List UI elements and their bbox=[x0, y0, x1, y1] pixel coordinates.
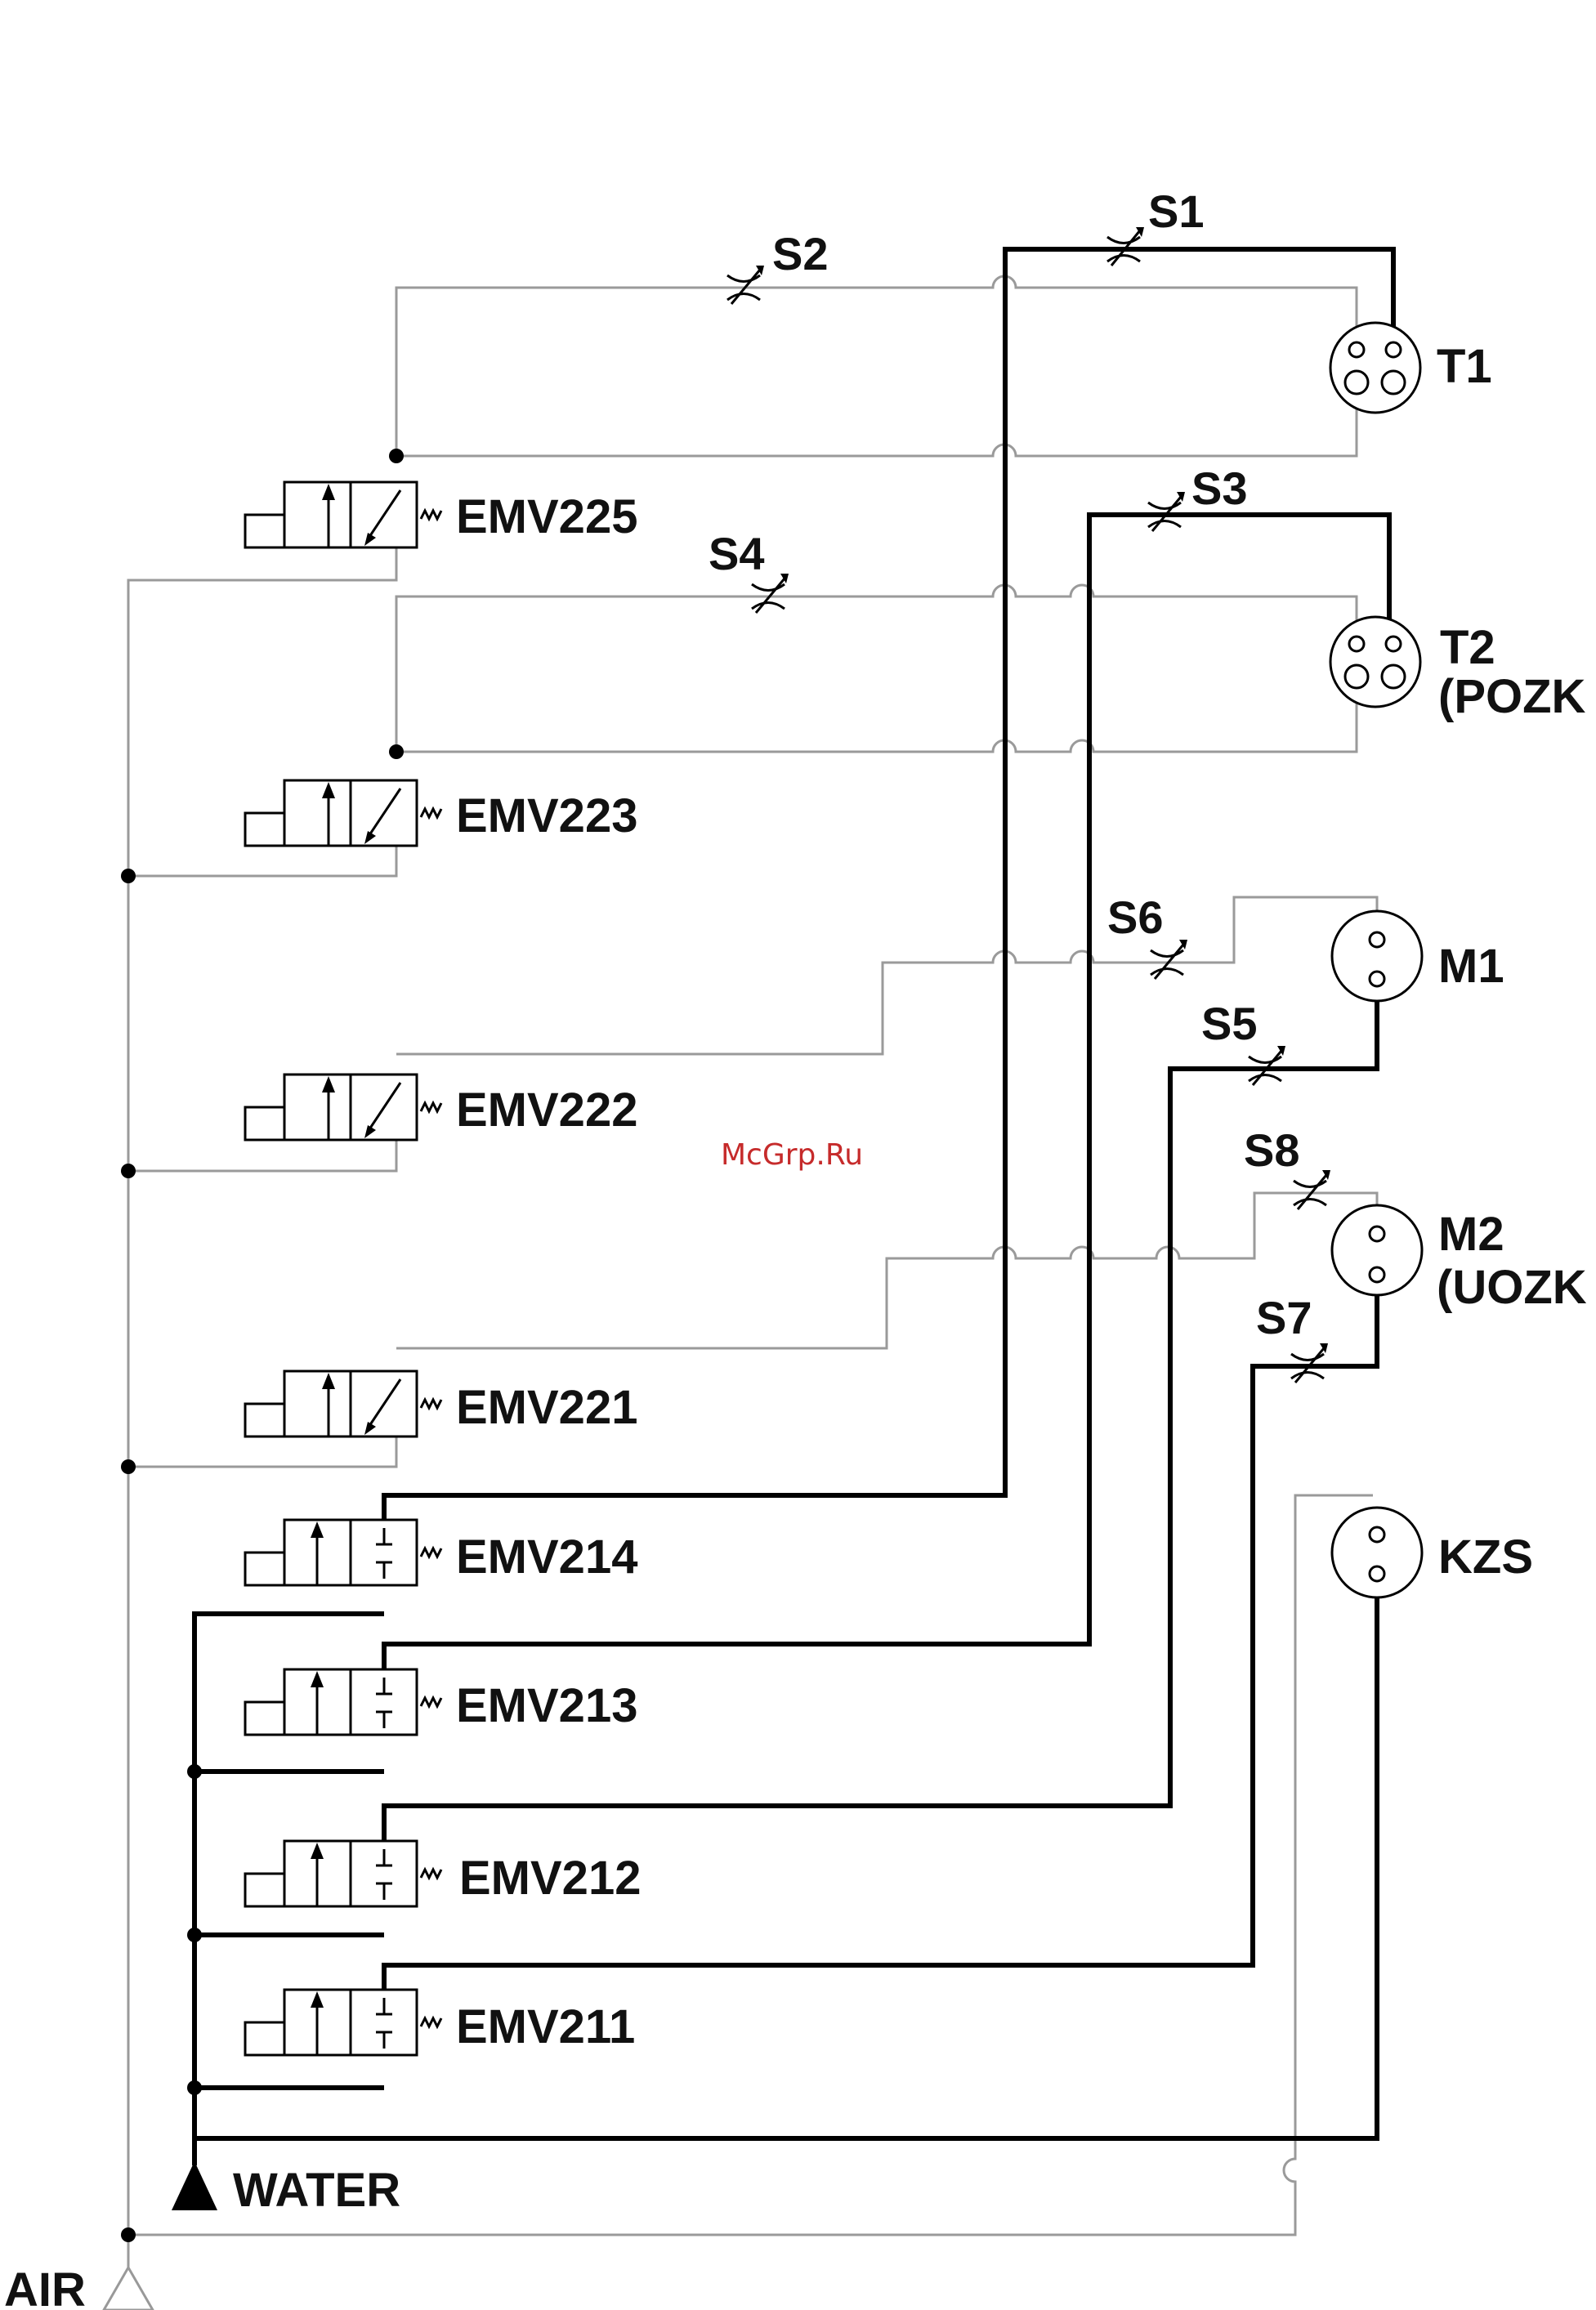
valve-label: EMV222 bbox=[456, 1084, 637, 1137]
restrictor-label: S5 bbox=[1201, 998, 1258, 1049]
restrictor-label: S6 bbox=[1107, 891, 1164, 943]
consumer-label: T1 bbox=[1437, 340, 1492, 393]
restrictor-s1: S1 bbox=[1107, 185, 1205, 266]
consumer-label: (POZK bbox=[1438, 670, 1586, 723]
valve-emv222[interactable]: EMV222 bbox=[245, 1075, 637, 1140]
valve-label: EMV211 bbox=[456, 2000, 635, 2053]
restrictor-s8: S8 bbox=[1244, 1124, 1330, 1209]
valve-label: EMV225 bbox=[456, 490, 637, 543]
consumer-t2: T2 (POZK bbox=[1330, 617, 1586, 723]
watermark: McGrp.Ru bbox=[721, 1138, 863, 1172]
restrictor-label: S2 bbox=[772, 228, 829, 279]
consumer-label: M1 bbox=[1438, 940, 1504, 993]
valve-emv221[interactable]: EMV221 bbox=[245, 1371, 637, 1436]
air-source: AIR bbox=[4, 2263, 153, 2310]
restrictor-s4: S4 bbox=[709, 528, 789, 613]
consumer-label: T2 bbox=[1440, 621, 1495, 674]
restrictor-s7: S7 bbox=[1256, 1292, 1328, 1383]
valve-emv211[interactable]: EMV211 bbox=[245, 1990, 635, 2055]
water-label: WATER bbox=[233, 2164, 400, 2217]
restrictor-label: S8 bbox=[1244, 1124, 1300, 1176]
valve-emv223[interactable]: EMV223 bbox=[245, 780, 637, 846]
valve-label: EMV223 bbox=[456, 789, 637, 842]
consumer-m2: M2 (UOZK bbox=[1332, 1205, 1587, 1314]
consumer-label: KZS bbox=[1438, 1530, 1533, 1584]
valve-emv212[interactable]: EMV212 bbox=[245, 1841, 641, 1906]
air-label: AIR bbox=[4, 2263, 86, 2310]
valve-emv213[interactable]: EMV213 bbox=[245, 1669, 637, 1735]
restrictor-label: S1 bbox=[1148, 185, 1205, 237]
restrictor-s2: S2 bbox=[727, 228, 829, 304]
valve-emv214[interactable]: EMV214 bbox=[245, 1520, 637, 1585]
valve-label: EMV214 bbox=[456, 1530, 637, 1584]
restrictor-s6: S6 bbox=[1107, 891, 1187, 979]
consumer-m1: M1 bbox=[1332, 911, 1504, 1001]
junction-dots bbox=[121, 449, 404, 2242]
restrictor-label: S7 bbox=[1256, 1292, 1312, 1343]
water-source: WATER bbox=[172, 2161, 400, 2217]
restrictor-s3: S3 bbox=[1148, 462, 1248, 531]
consumer-label: (UOZK bbox=[1437, 1261, 1587, 1314]
restrictor-label: S4 bbox=[709, 528, 765, 579]
consumer-kzs: KZS bbox=[1332, 1508, 1533, 1597]
valve-label: EMV212 bbox=[459, 1852, 641, 1905]
consumer-label: M2 bbox=[1438, 1208, 1504, 1261]
restrictor-label: S3 bbox=[1191, 462, 1248, 514]
restrictor-s5: S5 bbox=[1201, 998, 1285, 1085]
consumer-t1: T1 bbox=[1330, 323, 1492, 413]
valve-emv225[interactable]: EMV225 bbox=[245, 482, 637, 547]
valve-label: EMV221 bbox=[456, 1381, 637, 1434]
valve-label: EMV213 bbox=[456, 1679, 637, 1732]
